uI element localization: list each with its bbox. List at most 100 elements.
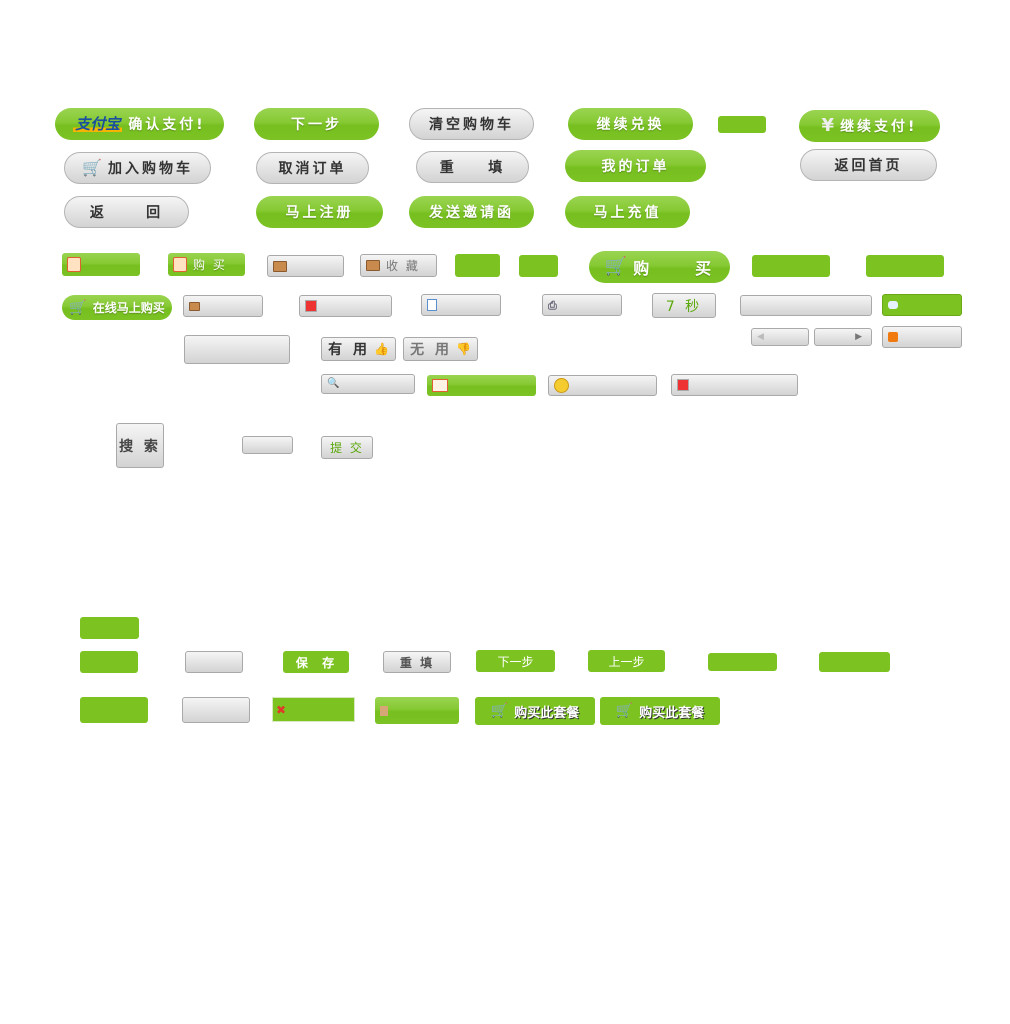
document-icon [427,299,437,311]
save-button[interactable]: 保 存 [283,651,349,673]
buy-button-large[interactable]: 🛒 购 买 [589,251,730,283]
rss-icon [888,332,898,342]
label: 购买此套餐 [514,705,580,721]
box-button[interactable] [375,697,459,724]
register-now-button[interactable]: 马上注册 [256,196,383,228]
green-blank-button[interactable] [752,255,830,277]
confirm-pay-button[interactable]: 支付宝确认支付! [55,108,224,140]
mail-button[interactable] [427,375,536,396]
edit-button[interactable] [671,374,798,396]
edit-icon [305,300,317,312]
search-button[interactable]: 搜 索 [116,423,164,468]
arrow-left-icon: ◀ [757,332,767,342]
label: 无 用 [410,342,452,358]
cart-icon: 🛒 [615,703,634,719]
comment-button[interactable] [882,294,962,316]
cart-icon: 🛒 [604,256,628,277]
green-blank-button[interactable] [519,255,558,277]
label: 上一步 [608,654,645,669]
label: 在线马上购买 [92,301,165,315]
cart-icon: 🛒 [82,158,102,177]
cart-icon: 🛒 [69,299,87,316]
label: 7 秒 [665,298,703,315]
buy-button-small[interactable]: 购 买 [168,253,245,276]
buy-package-button[interactable]: 🛒购买此套餐 [475,697,595,725]
print-button[interactable]: ⎙ [542,294,622,316]
submit-button[interactable]: 提 交 [321,436,373,459]
label: 加入购物车 [107,161,193,177]
label: 继续支付! [840,119,918,135]
label: 返回首页 [834,158,903,174]
green-blank-button[interactable] [718,116,766,133]
clear-cart-button[interactable]: 清空购物车 [409,108,534,140]
next-step-button[interactable]: 下一步 [254,108,379,140]
edit-button[interactable] [299,295,392,317]
green-blank-button[interactable] [80,651,138,673]
send-invite-button[interactable]: 发送邀请函 [409,196,534,228]
label: 保 存 [295,655,337,670]
smile-button[interactable] [548,375,657,396]
gray-blank-button[interactable] [182,697,250,723]
bag-icon [67,257,81,272]
refill-small-button[interactable]: 重 填 [383,651,451,673]
edit-icon [677,379,689,391]
bag-icon [173,257,187,272]
label: 有 用 [328,342,370,358]
printer-icon: ⎙ [548,298,557,312]
my-orders-button[interactable]: 我的订单 [565,150,706,182]
label: 马上注册 [285,205,354,221]
label: 返 回 [89,205,164,221]
label: 下一步 [497,654,534,669]
buy-online-now-button[interactable]: 🛒 在线马上购买 [62,295,172,320]
favorite-button[interactable]: 收 藏 [360,254,437,277]
mail-icon [432,379,448,392]
alipay-logo: 支付宝 [73,114,123,133]
label: 搜 索 [119,438,161,455]
thumbs-up-icon: 👍 [373,342,389,356]
green-blank-button[interactable] [455,254,500,277]
gray-blank-button[interactable] [740,295,872,316]
back-button[interactable]: 返 回 [64,196,189,228]
refill-button[interactable]: 重 填 [416,151,529,183]
label: 购 买 [633,259,715,278]
green-blank-button[interactable] [708,653,777,671]
cancel-order-button[interactable]: 取消订单 [256,152,369,184]
useful-button[interactable]: 有 用👍 [321,337,396,361]
buy-package-button[interactable]: 🛒购买此套餐 [600,697,720,725]
countdown-button[interactable]: 7 秒 [652,293,716,318]
green-blank-button[interactable] [80,617,139,639]
search-small-button[interactable]: 🔍 [321,374,415,394]
gray-blank-button[interactable] [242,436,293,454]
label: 马上充值 [593,205,662,221]
label: 继续兑换 [596,117,665,133]
continue-exchange-button[interactable]: 继续兑换 [568,108,693,140]
continue-pay-button[interactable]: ¥ 继续支付! [799,110,940,142]
gray-blank-button[interactable] [185,651,243,673]
prev-page-button[interactable]: ◀ [751,328,809,346]
briefcase-button[interactable] [183,295,263,317]
back-home-button[interactable]: 返回首页 [800,149,937,181]
next-step-small-button[interactable]: 下一步 [476,650,555,672]
add-to-cart-button[interactable]: 🛒 加入购物车 [64,152,211,184]
bag-button[interactable] [62,253,140,276]
briefcase-button[interactable] [267,255,344,277]
delete-button[interactable]: ✖ [272,697,355,722]
rss-button[interactable] [882,326,962,348]
smile-icon [554,378,569,393]
useless-button[interactable]: 无 用👎 [403,337,478,361]
gray-blank-button[interactable] [184,335,290,364]
label: 我的订单 [601,159,670,175]
prev-step-button[interactable]: 上一步 [588,650,665,672]
close-icon: ✖ [276,702,287,717]
recharge-now-button[interactable]: 马上充值 [565,196,690,228]
document-button[interactable] [421,294,501,316]
label: 下一步 [291,117,342,133]
green-blank-button[interactable] [866,255,944,277]
thumbs-down-icon: 👎 [455,342,471,356]
yen-icon: ¥ [821,115,835,136]
green-blank-button[interactable] [80,697,148,723]
green-blank-button[interactable] [819,652,890,672]
next-page-button[interactable]: ▶ [814,328,872,346]
label: 确认支付! [128,117,206,133]
label: 收 藏 [386,259,420,273]
